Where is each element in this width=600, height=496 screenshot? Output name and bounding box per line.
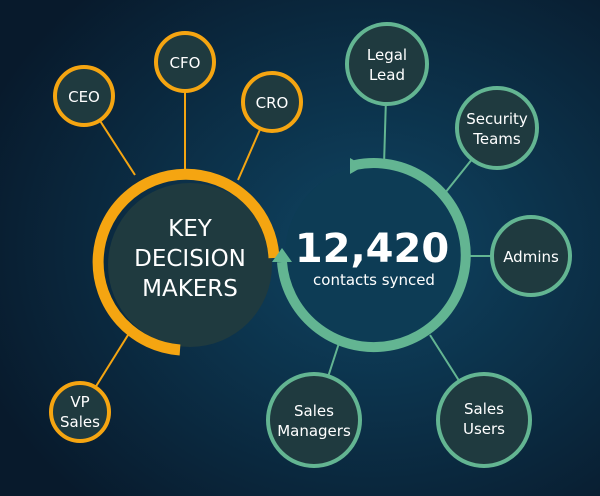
contacts-synced-hub: 12,420 contacts synced [272, 158, 471, 353]
node-sales-managers [266, 372, 362, 468]
node-label: Lead [369, 66, 405, 84]
node-ceo [53, 65, 115, 127]
node-label: Legal [367, 46, 407, 64]
node-cfo [154, 31, 216, 93]
node-label: CEO [68, 88, 100, 106]
node-label: Security [466, 110, 528, 128]
sync-arrow-icon [272, 248, 292, 262]
key-decision-makers-hub: KEY DECISION MAKERS [92, 168, 280, 356]
sync-arrow-icon [350, 158, 364, 174]
node-label: Users [463, 420, 505, 438]
node-label: Sales [464, 400, 504, 418]
node-vp-sales [49, 381, 111, 443]
hub-title-line: DECISION [134, 246, 246, 272]
node-label: CFO [170, 54, 201, 72]
node-label: Sales [294, 402, 334, 420]
node-label: CRO [256, 94, 289, 112]
hub-title-line: MAKERS [142, 276, 238, 302]
contacts-count: 12,420 [295, 226, 449, 272]
node-legal-lead [345, 22, 429, 106]
node-sales-users [436, 372, 532, 468]
hub-title-line: KEY [168, 216, 213, 242]
node-label: Sales [60, 413, 100, 431]
orange-progress-ring [92, 168, 280, 356]
node-label: Admins [503, 248, 559, 266]
green-sync-ring [277, 158, 471, 353]
contacts-caption: contacts synced [313, 271, 435, 289]
node-label: Managers [277, 422, 351, 440]
node-admins [490, 215, 572, 297]
node-security-teams [455, 86, 539, 170]
node-label: Teams [472, 130, 521, 148]
node-label: VP [70, 393, 89, 411]
node-cro [241, 71, 303, 133]
